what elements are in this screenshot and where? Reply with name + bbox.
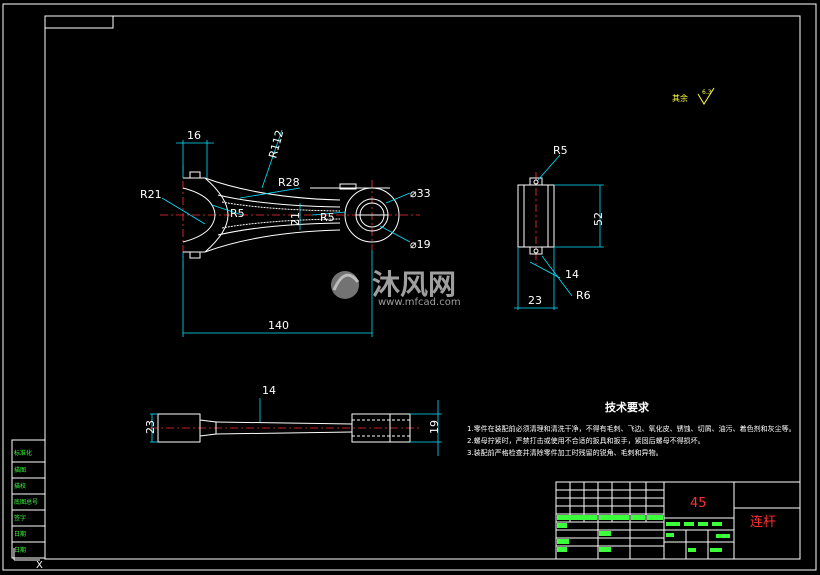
tech-note-3: 3.装配前严格检查并清除零件加工时残留的锐角、毛刺和异物。 — [467, 448, 663, 457]
dim-r21: R21 — [140, 188, 162, 201]
watermark-brand: 沐风网 — [372, 268, 456, 301]
roughness-symbol-icon: 6.3 — [697, 87, 715, 105]
dim-140: 140 — [268, 319, 289, 332]
side-label-2: 描校 — [14, 482, 26, 490]
dim-r5-side: R5 — [553, 144, 568, 157]
material-value: 45 — [690, 496, 707, 511]
drawing-frame — [44, 15, 801, 560]
watermark-logo-icon — [331, 271, 360, 299]
dim-dia19: ⌀19 — [410, 238, 431, 251]
tech-note-1: 1.零件在装配前必须清理和清洗干净，不得有毛刺、飞边、氧化皮、锈蚀、切屑、油污、… — [467, 424, 796, 433]
sheet-border — [2, 3, 817, 571]
ucs-icon: X — [13, 548, 43, 571]
svg-text:X: X — [36, 560, 43, 571]
dim-23-side: 23 — [528, 294, 542, 307]
dim-r6: R6 — [576, 289, 591, 302]
roughness-note: 其余 — [672, 93, 688, 103]
tech-requirements-title: 技术要求 — [605, 400, 650, 414]
side-label-4: 签字 — [14, 514, 26, 522]
dim-r28: R28 — [278, 176, 300, 189]
roughness-value: 6.3 — [702, 89, 712, 96]
dim-dia33: ⌀33 — [410, 187, 431, 200]
dim-r112: R112 — [266, 129, 286, 160]
side-label-6: 日期 — [14, 546, 26, 554]
dim-23-top: 23 — [144, 420, 157, 434]
dim-r5-shank: R5 — [320, 211, 335, 224]
side-label-1: 描图 — [14, 466, 26, 474]
dim-19: 19 — [428, 420, 441, 434]
dim-16: 16 — [187, 129, 201, 142]
side-label-5: 日期 — [14, 530, 26, 538]
side-label-0: 标准化 — [14, 449, 32, 457]
side-stamp-column: 标准化 描图 描校 底图总号 签字 日期 日期 — [11, 439, 46, 559]
front-view: 16 R112 R28 R21 R5 21 R5 ⌀33 ⌀19 140 — [140, 129, 431, 337]
dim-r5-front: R5 — [230, 207, 245, 220]
part-name: 连杆 — [750, 514, 776, 530]
top-view: 14 23 19 — [144, 384, 442, 456]
dim-52: 52 — [592, 212, 605, 226]
side-view: R5 52 14 23 R6 — [514, 144, 605, 310]
dim-14-side: 14 — [565, 268, 579, 281]
tech-note-2: 2.螺母拧紧时，严禁打击或使用不合适的扳具和扳手，紧固后螺母不得损坏。 — [467, 436, 705, 445]
dim-21: 21 — [289, 212, 302, 226]
watermark-url: www.mfcad.com — [378, 297, 461, 308]
watermark: 沐风网 www.mfcad.com — [331, 268, 461, 308]
dim-14-top: 14 — [262, 384, 276, 397]
side-label-3: 底图总号 — [14, 498, 38, 506]
top-left-label-box — [44, 15, 114, 29]
title-block: 45 连杆 — [555, 481, 801, 560]
